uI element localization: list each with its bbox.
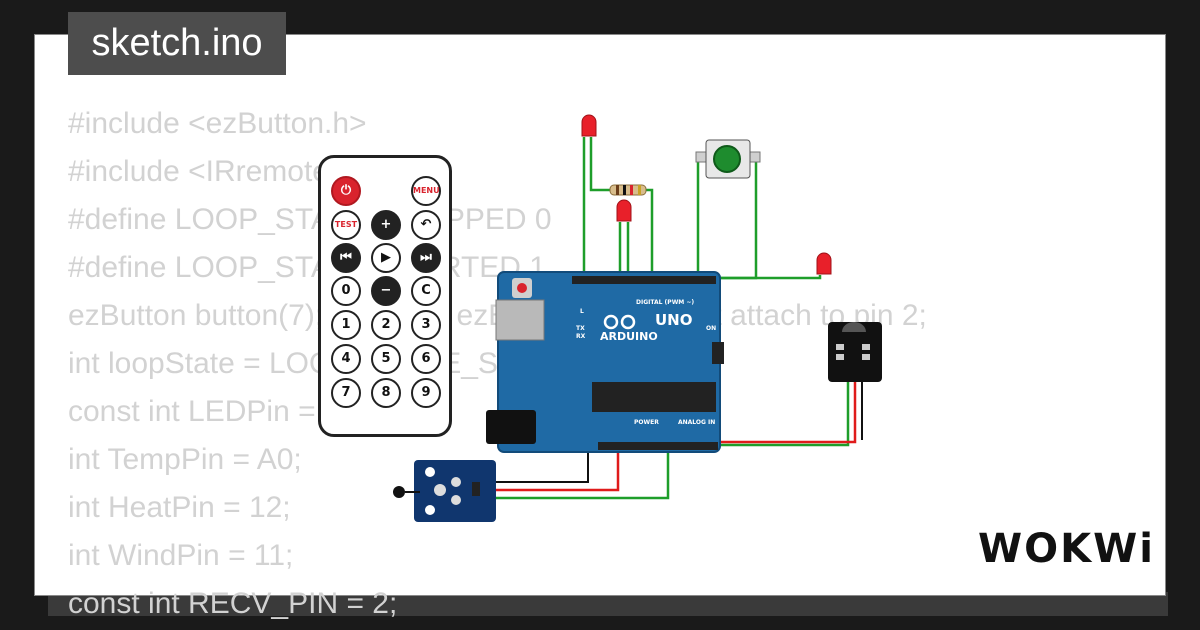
- remote-button[interactable]: 2: [371, 310, 401, 340]
- remote-button[interactable]: 8: [371, 378, 401, 408]
- remote-button[interactable]: 7: [331, 378, 361, 408]
- frame-shadow: [48, 592, 1168, 616]
- arduino-l-label: L: [580, 308, 584, 315]
- sketch-title-tab[interactable]: sketch.ino: [68, 12, 286, 75]
- remote-button[interactable]: 4: [331, 344, 361, 374]
- remote-button[interactable]: 3: [411, 310, 441, 340]
- remote-button[interactable]: 6: [411, 344, 441, 374]
- remote-button[interactable]: TEST: [331, 210, 361, 240]
- arduino-infinity-logo: [603, 314, 636, 330]
- red-wires: [495, 380, 857, 492]
- wire-temp-sensor: [495, 445, 670, 500]
- temperature-sensor-module[interactable]: [393, 460, 496, 522]
- code-line: #include <ezButton.h>: [68, 107, 367, 140]
- wire-ir-signal: [720, 380, 850, 447]
- arduino-brand-text: ARDUINO: [600, 330, 658, 343]
- arduino-on-label: ON: [706, 325, 716, 332]
- led-red-2[interactable]: [616, 199, 632, 222]
- remote-button[interactable]: 5: [371, 344, 401, 374]
- remote-button[interactable]: MENU: [411, 176, 441, 206]
- arduino-model-text: UNO: [655, 311, 693, 329]
- remote-button[interactable]: 1: [331, 310, 361, 340]
- remote-button[interactable]: +: [371, 210, 401, 240]
- wire-led3: [720, 275, 822, 280]
- led-red-1[interactable]: [581, 114, 597, 137]
- remote-button[interactable]: 0: [331, 276, 361, 306]
- wire-ir-vcc: [720, 380, 857, 444]
- remote-button[interactable]: ⏻: [331, 176, 361, 206]
- remote-button[interactable]: −: [371, 276, 401, 306]
- code-line: const int RECV_PIN = 2;: [68, 587, 398, 620]
- code-line: int HeatPin = 12;: [68, 491, 291, 524]
- wire-resistor-pin: [645, 188, 654, 278]
- arduino-digital-label: DIGITAL (PWM ~): [636, 299, 694, 306]
- arduino-uno-board[interactable]: ARDUINO UNO DIGITAL (PWM ~) ANALOG IN PO…: [486, 271, 724, 453]
- arduino-power-label: POWER: [634, 419, 659, 426]
- arduino-rx-label: RX: [576, 333, 586, 340]
- remote-button[interactable]: ⏭: [411, 243, 441, 273]
- wire-temp-vcc: [495, 445, 620, 492]
- remote-button[interactable]: ⏮: [331, 243, 361, 273]
- wokwi-logo: WOKWi: [978, 526, 1155, 572]
- code-line: int TempPin = A0;: [68, 443, 302, 476]
- remote-button[interactable]: 9: [411, 378, 441, 408]
- arduino-analog-label: ANALOG IN: [678, 419, 715, 426]
- ir-receiver-module[interactable]: [828, 322, 882, 382]
- wire-led1-resistor: [589, 137, 610, 192]
- push-button[interactable]: [695, 139, 761, 179]
- code-line: int WindPin = 11;: [68, 539, 294, 572]
- remote-button[interactable]: C: [411, 276, 441, 306]
- remote-button[interactable]: ▶: [371, 243, 401, 273]
- arduino-tx-label: TX: [576, 325, 585, 332]
- led-red-3[interactable]: [816, 252, 832, 275]
- resistor[interactable]: [609, 184, 647, 196]
- remote-button[interactable]: ↶: [411, 210, 441, 240]
